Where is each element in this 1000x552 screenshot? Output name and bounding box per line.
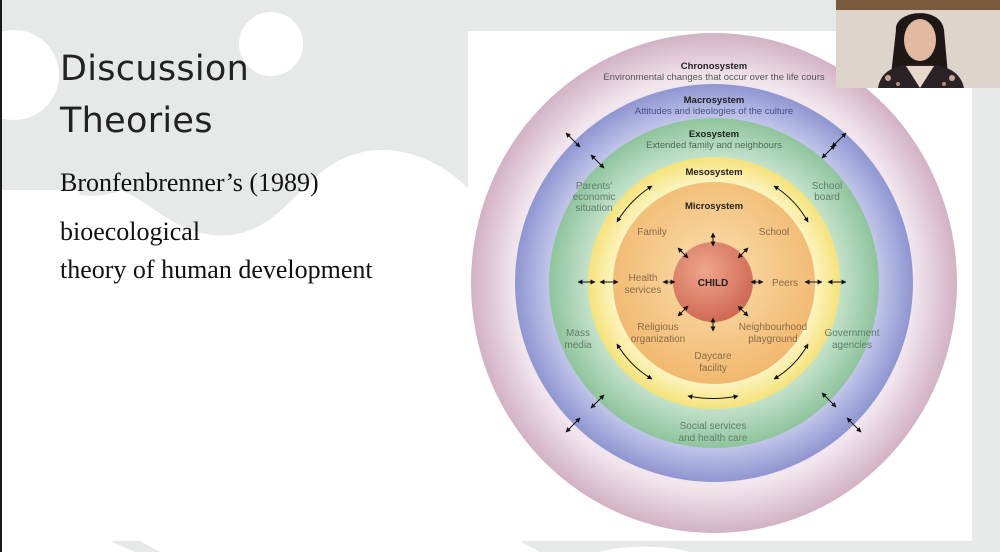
presenter-video bbox=[836, 0, 1000, 88]
slide-title-line1: Discussion bbox=[60, 49, 250, 89]
theory-line2: theory of human development bbox=[60, 255, 373, 284]
window-left-edge bbox=[0, 0, 2, 552]
item-family: Family bbox=[637, 227, 666, 238]
item-peers: Peers bbox=[772, 278, 798, 289]
microsystem-label: Microsystem bbox=[685, 201, 743, 212]
exosystem-label: Exosystem bbox=[689, 129, 739, 140]
mesosystem-label: Mesosystem bbox=[685, 167, 742, 178]
chronosystem-desc: Environmental changes that occur over th… bbox=[603, 72, 825, 83]
item-health-2: services bbox=[625, 285, 662, 296]
exo-social-2: and health care bbox=[679, 433, 748, 444]
item-school: School bbox=[759, 227, 790, 238]
item-daycare-1: Daycare bbox=[694, 351, 732, 362]
exo-parents-3: situation bbox=[575, 203, 612, 214]
author-citation: Bronfenbrenner’s (1989) bbox=[60, 168, 319, 197]
item-daycare-2: facility bbox=[699, 363, 727, 374]
exo-massmedia-2: media bbox=[564, 340, 592, 351]
connection-arrows bbox=[565, 132, 862, 433]
exo-parents-2: economic bbox=[573, 192, 616, 203]
exo-government-2: agencies bbox=[832, 340, 872, 351]
chronosystem-label: Chronosystem bbox=[681, 61, 748, 72]
exo-parents-1: Parents' bbox=[576, 181, 612, 192]
bronfenbrenner-diagram: Chronosystem Environmental changes that … bbox=[471, 33, 957, 533]
exo-social-1: Social services bbox=[680, 421, 747, 432]
diagram-panel: Chronosystem Environmental changes that … bbox=[468, 31, 971, 541]
item-neighbourhood-1: Neighbourhood bbox=[739, 322, 807, 333]
exosystem-desc: Extended family and neighbours bbox=[646, 140, 782, 151]
exo-massmedia-1: Mass bbox=[566, 328, 590, 339]
slide-title-line2: Theories bbox=[60, 101, 213, 141]
macrosystem-label: Macrosystem bbox=[684, 95, 745, 106]
item-religious-2: organization bbox=[631, 334, 685, 345]
item-neighbourhood-2: playground bbox=[748, 334, 797, 345]
exo-government-1: Government bbox=[824, 328, 879, 339]
presenter-webcam bbox=[836, 0, 1000, 88]
child-circle bbox=[673, 242, 753, 322]
item-health-1: Health bbox=[629, 273, 658, 284]
exo-schoolboard-1: School bbox=[812, 181, 843, 192]
theory-line1: bioecological bbox=[60, 217, 201, 246]
exo-schoolboard-2: board bbox=[814, 192, 840, 203]
item-religious-1: Religious bbox=[637, 322, 678, 333]
child-label: CHILD bbox=[698, 278, 729, 289]
macrosystem-desc: Attitudes and ideologies of the culture bbox=[635, 106, 793, 117]
